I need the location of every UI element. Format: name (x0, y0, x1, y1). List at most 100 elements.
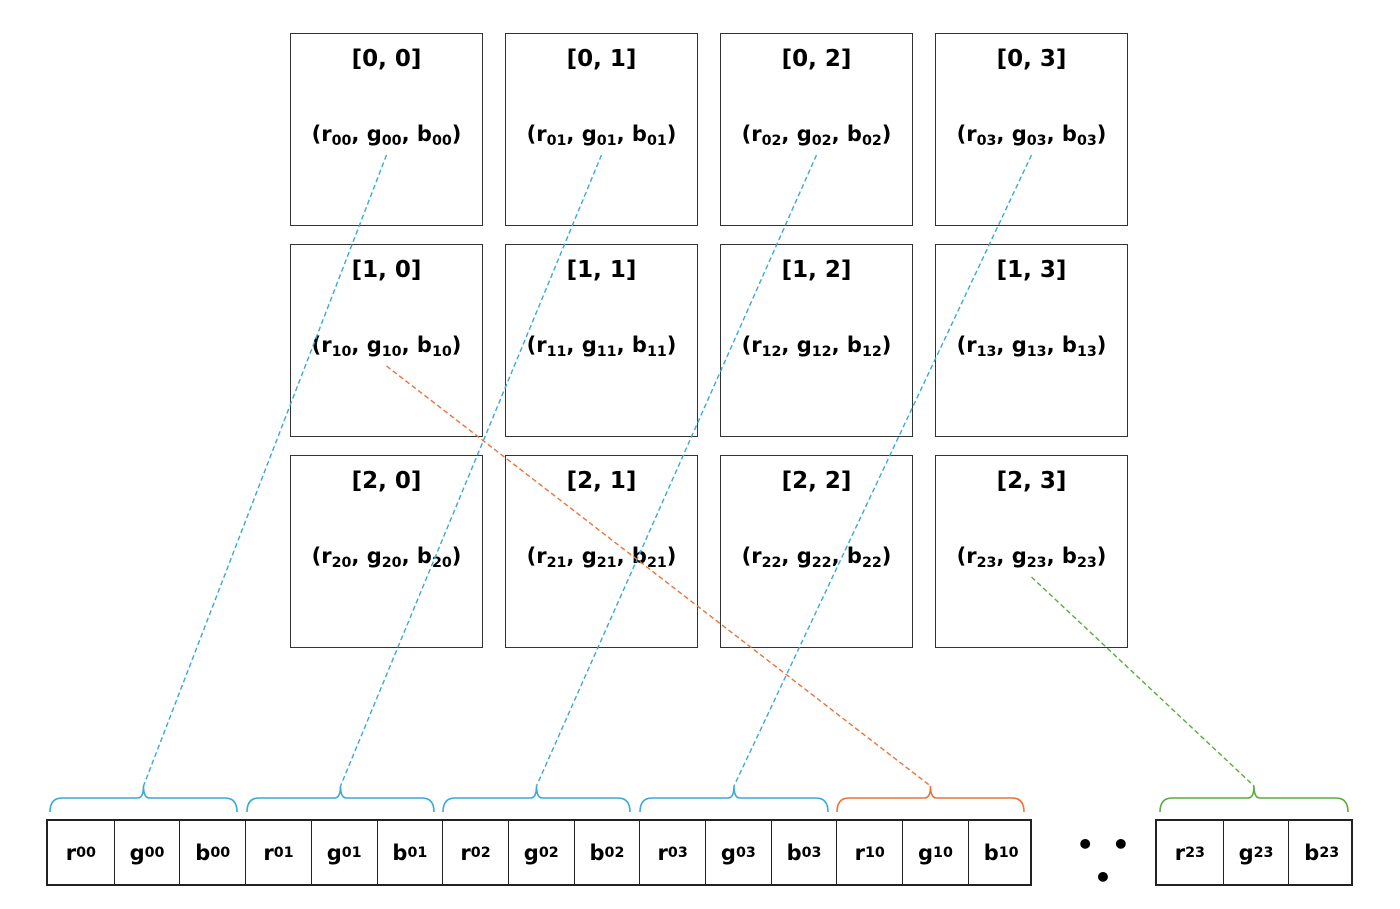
pixel-index: [1, 3] (996, 257, 1067, 283)
pixel-rgb: (r12, g12, b12) (721, 333, 912, 360)
pixel-index: [2, 2] (781, 468, 852, 494)
channel-subscript: 00 (144, 844, 165, 861)
channel-letter: ) (881, 544, 892, 568)
group-brace (639, 785, 829, 813)
channel-subscript: 01 (407, 844, 428, 861)
pixel-rgb: (r23, g23, b23) (936, 544, 1127, 571)
channel-subscript: 11 (646, 343, 667, 360)
pixel-cell: [0, 2](r02, g02, b02) (720, 33, 913, 226)
pixel-cell: [1, 2](r12, g12, b12) (720, 244, 913, 437)
pixel-rgb: (r02, g02, b02) (721, 122, 912, 149)
channel-subscript: 11 (596, 343, 617, 360)
group-brace (836, 785, 1025, 813)
channel-letter: ) (1096, 333, 1107, 357)
channel-letter: , g (351, 544, 382, 568)
channel-letter: (r (741, 122, 762, 146)
channel-letter: b (786, 840, 802, 865)
pixel-rgb: (r11, g11, b11) (506, 333, 697, 360)
channel-subscript: 02 (470, 844, 491, 861)
channel-subscript: 02 (538, 844, 559, 861)
channel-letter: , b (1046, 333, 1077, 357)
pixel-rgb: (r10, g10, b10) (291, 333, 482, 360)
channel-subscript: 13 (1076, 343, 1097, 360)
channel-subscript: 02 (604, 844, 625, 861)
channel-letter: , b (616, 544, 647, 568)
channel-letter: , g (351, 333, 382, 357)
channel-letter: (r (526, 544, 547, 568)
pixel-cell: [2, 0](r20, g20, b20) (290, 455, 483, 648)
channel-subscript: 00 (381, 132, 402, 149)
channel-letter: r (657, 840, 668, 865)
pixel-cell: [0, 0](r00, g00, b00) (290, 33, 483, 226)
channel-subscript: 21 (546, 554, 567, 571)
channel-letter: g (1238, 840, 1254, 865)
channel-letter: , g (781, 333, 812, 357)
channel-letter: , b (831, 122, 862, 146)
pixel-index: [2, 0] (351, 468, 422, 494)
pixel-cell: [1, 3](r13, g13, b13) (935, 244, 1128, 437)
channel-subscript: 03 (1076, 132, 1097, 149)
channel-subscript: 03 (735, 844, 756, 861)
channel-letter: , g (566, 122, 597, 146)
channel-letter: (r (311, 122, 332, 146)
pixel-index: [0, 0] (351, 46, 422, 72)
channel-subscript: 12 (811, 343, 832, 360)
channel-letter: (r (311, 544, 332, 568)
channel-subscript: 21 (596, 554, 617, 571)
channel-subscript: 20 (431, 554, 452, 571)
channel-letter: , b (616, 333, 647, 357)
pixel-rgb: (r01, g01, b01) (506, 122, 697, 149)
channel-letter: , b (401, 333, 432, 357)
channel-subscript: 10 (998, 844, 1019, 861)
channel-subscript: 02 (761, 132, 782, 149)
channel-subscript: 23 (1076, 554, 1097, 571)
channel-letter: ) (666, 122, 677, 146)
channel-subscript: 12 (861, 343, 882, 360)
channel-subscript: 22 (761, 554, 782, 571)
channel-letter: b (983, 840, 999, 865)
channel-letter: ) (881, 333, 892, 357)
channel-letter: (r (526, 122, 547, 146)
channel-letter: , b (1046, 122, 1077, 146)
channel-letter: ) (666, 333, 677, 357)
channel-letter: , b (1046, 544, 1077, 568)
channel-subscript: 03 (801, 844, 822, 861)
channel-letter: , g (566, 333, 597, 357)
channel-subscript: 10 (331, 343, 352, 360)
channel-subscript: 01 (596, 132, 617, 149)
channel-letter: ) (451, 544, 462, 568)
pixel-cell: [1, 1](r11, g11, b11) (505, 244, 698, 437)
channel-subscript: 02 (861, 132, 882, 149)
pixel-index: [0, 1] (566, 46, 637, 72)
pixel-index: [1, 0] (351, 257, 422, 283)
channel-subscript: 03 (667, 844, 688, 861)
channel-letter: g (326, 840, 342, 865)
channel-letter: ) (451, 333, 462, 357)
channel-letter: , b (401, 122, 432, 146)
channel-letter: (r (956, 122, 977, 146)
pixel-cell: [2, 1](r21, g21, b21) (505, 455, 698, 648)
channel-letter: , g (996, 544, 1027, 568)
pixel-rgb: (r03, g03, b03) (936, 122, 1127, 149)
channel-subscript: 00 (76, 844, 96, 861)
channel-subscript: 20 (381, 554, 402, 571)
channel-letter: ) (1096, 122, 1107, 146)
channel-subscript: 01 (273, 844, 294, 861)
pixel-rgb: (r20, g20, b20) (291, 544, 482, 571)
channel-subscript: 23 (1253, 844, 1274, 861)
channel-subscript: 10 (431, 343, 452, 360)
